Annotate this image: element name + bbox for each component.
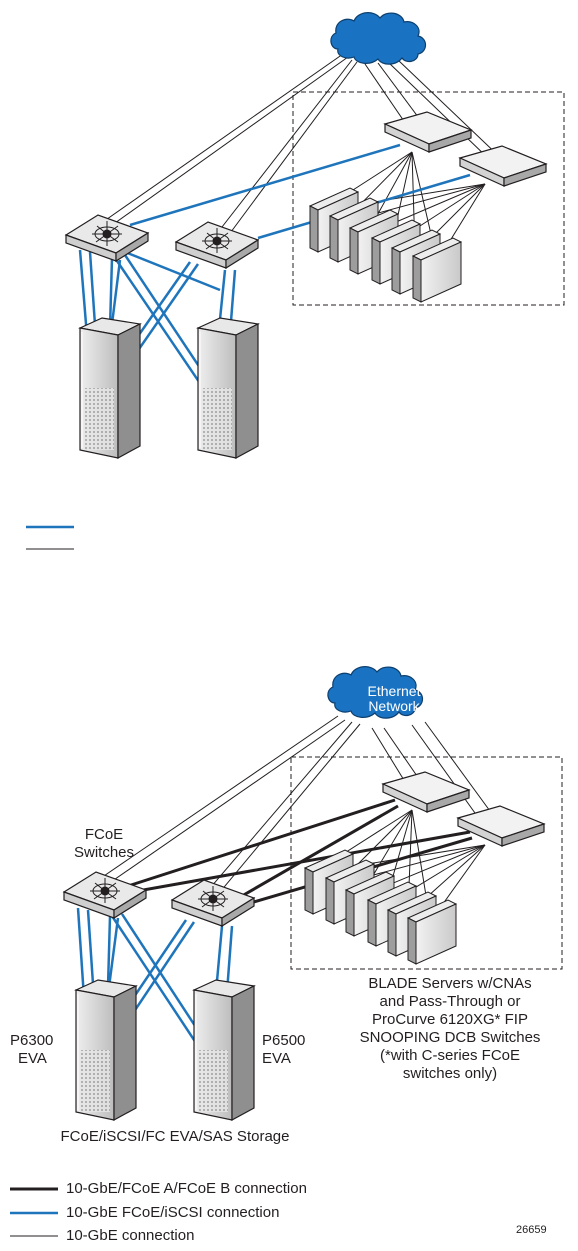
cloud-label: Ethernet Network — [352, 684, 436, 714]
blade-caption-line-3: ProCurve 6120XG* FIP — [372, 1011, 528, 1028]
bottom-storage-rack-left — [75, 979, 137, 1121]
top-blade-enclosure-box — [292, 91, 565, 306]
top-blade-servers — [309, 187, 462, 303]
bottom-diagram — [10, 666, 563, 1237]
blade-caption-line-6: switches only) — [402, 1065, 498, 1082]
storage-caption: FCoE/iSCSI/FC EVA/SAS Storage — [60, 1128, 290, 1145]
storage-left-label-line-2: EVA — [18, 1050, 47, 1067]
bottom-blade-servers — [304, 849, 457, 965]
fcoe-switches-label: FCoE Switches — [64, 826, 144, 862]
top-fcoe-switch-left — [65, 214, 149, 262]
bottom-thin-links — [97, 715, 499, 923]
top-cloud — [330, 12, 427, 65]
storage-left-label: P6300 EVA — [10, 1032, 80, 1068]
cloud-label-line-1: Ethernet — [367, 683, 421, 699]
legend-label-thick: 10-GbE/FCoE A/FCoE B connection — [66, 1180, 307, 1197]
legend-label-thin: 10-GbE connection — [66, 1227, 195, 1244]
storage-right-label: P6500 EVA — [262, 1032, 332, 1068]
blade-caption-line-4: SNOOPING DCB Switches — [359, 1029, 541, 1046]
storage-right-label-line-2: EVA — [262, 1050, 291, 1067]
fcoe-switches-label-line-2: Switches — [73, 844, 135, 861]
blade-caption-line-1: BLADE Servers w/CNAs — [368, 975, 532, 992]
top-diagram — [26, 12, 565, 550]
bottom-thick-links — [127, 798, 473, 908]
fcoe-switches-label-line-1: FCoE — [84, 826, 124, 843]
top-blade-switch-2 — [459, 145, 547, 187]
bottom-storage-rack-right — [193, 979, 255, 1121]
blade-caption-line-2: and Pass-Through or — [379, 993, 521, 1010]
bottom-blade-switch-2 — [457, 805, 545, 847]
legend-label-blue: 10-GbE FCoE/iSCSI connection — [66, 1204, 280, 1221]
top-legend — [26, 525, 74, 550]
storage-right-label-line-1: P6500 — [262, 1032, 306, 1049]
top-storage-rack-right — [197, 317, 259, 459]
top-storage-rack-left — [79, 317, 141, 459]
top-thin-links — [99, 53, 506, 263]
blade-caption-line-5: (*with C-series FCoE — [379, 1047, 521, 1064]
cloud-label-line-2: Network — [368, 698, 420, 714]
blade-caption: BLADE Servers w/CNAs and Pass-Through or… — [330, 975, 570, 1083]
figure-id: 26659 — [516, 1224, 547, 1236]
bottom-legend — [10, 1187, 58, 1237]
bottom-fcoe-switch-right — [171, 879, 255, 927]
storage-left-label-line-1: P6300 — [10, 1032, 54, 1049]
bottom-fcoe-switch-left — [63, 871, 147, 919]
top-fcoe-switch-right — [175, 221, 259, 269]
